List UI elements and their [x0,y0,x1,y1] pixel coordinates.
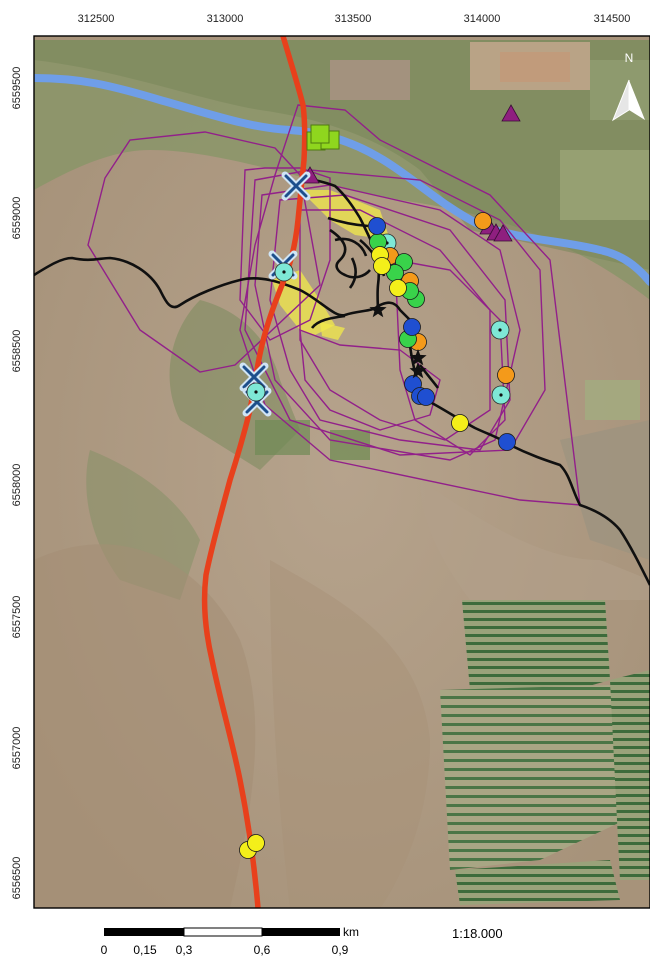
orange-point [497,366,515,384]
yellow-point [247,834,265,852]
cyan-point-center [254,390,258,394]
top-tick-label: 312500 [78,13,115,25]
top-coordinate-labels: 312500 313000 313500 314000 314500 [78,13,631,25]
top-tick-label: 313500 [335,13,372,25]
left-tick-label: 6557500 [11,596,23,639]
left-tick-label: 6559000 [11,197,23,240]
star-marker [409,349,427,366]
orange-point [474,212,492,230]
square-marker [310,124,330,144]
north-label: N [625,51,634,65]
sampling-points [239,104,521,859]
left-tick-label: 6558000 [11,464,23,507]
cross-marker [284,174,308,198]
triangle-marker [501,104,521,122]
north-arrow: N [611,51,645,122]
left-coordinate-labels: 6559500 6559000 6558500 6558000 6557500 … [11,67,23,900]
scale-label: 0,15 [133,943,157,957]
yellow-point [389,279,407,297]
scale-label: 0,3 [176,943,193,957]
left-tick-label: 6557000 [11,727,23,770]
left-tick-label: 6556500 [11,857,23,900]
top-tick-label: 313000 [207,13,244,25]
scale-unit: km [343,925,359,939]
scale-ratio: 1:18.000 [452,926,503,941]
scale-bar: km 0 0,15 0,3 0,6 0,9 [101,925,359,957]
left-tick-label: 6559500 [11,67,23,110]
triangle-marker [493,224,513,242]
yellow-point [451,414,469,432]
star-marker [369,301,387,318]
star-marker [409,362,427,379]
cyan-point-center [499,393,503,397]
blue-point [417,388,435,406]
cyan-point-center [282,270,286,274]
satellite-imagery [34,36,650,908]
cyan-point-center [498,328,502,332]
blue-point [403,318,421,336]
cross-marker [242,365,266,389]
left-tick-label: 6558500 [11,330,23,373]
yellow-point [373,257,391,275]
scale-label: 0,9 [332,943,349,957]
top-tick-label: 314500 [594,13,631,25]
top-tick-label: 314000 [464,13,501,25]
scale-label: 0,6 [254,943,271,957]
map-frame [33,35,650,909]
blue-point [498,433,516,451]
river [34,74,650,286]
blue-point [368,217,386,235]
scale-label: 0 [101,943,108,957]
